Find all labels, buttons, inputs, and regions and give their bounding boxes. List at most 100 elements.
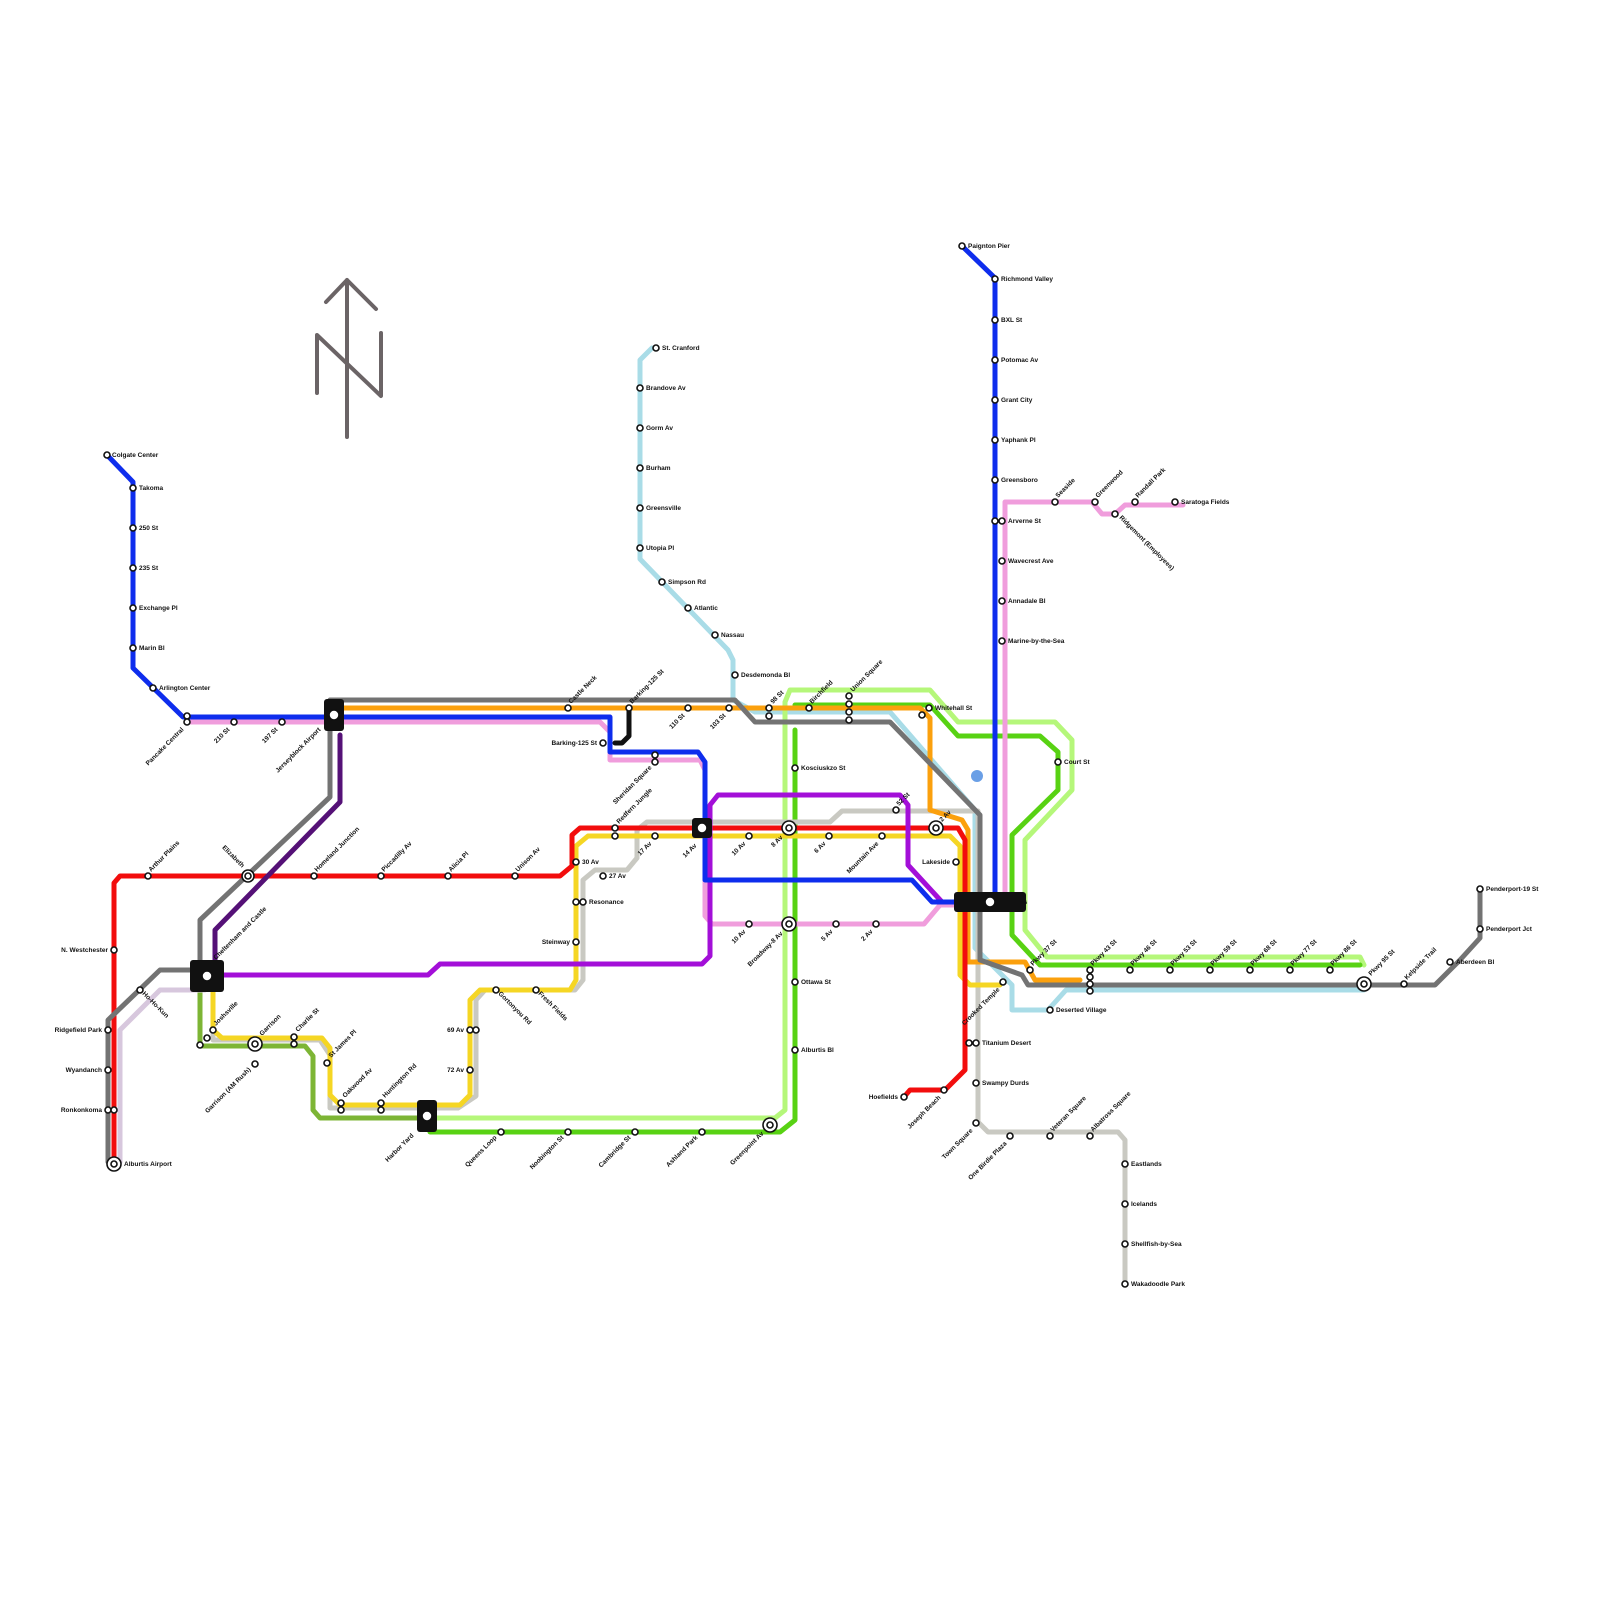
station-marker[interactable] bbox=[105, 1107, 111, 1113]
station-marker[interactable] bbox=[184, 719, 190, 725]
station-marker[interactable] bbox=[1327, 967, 1333, 973]
station-marker[interactable] bbox=[632, 1129, 638, 1135]
station-marker[interactable] bbox=[846, 717, 852, 723]
station-marker[interactable] bbox=[210, 1027, 216, 1033]
station-marker[interactable] bbox=[1112, 511, 1118, 517]
station-marker[interactable] bbox=[726, 705, 732, 711]
station-marker[interactable] bbox=[1087, 974, 1093, 980]
station-marker[interactable] bbox=[659, 579, 665, 585]
station-marker[interactable] bbox=[1000, 979, 1006, 985]
station-marker[interactable] bbox=[145, 873, 151, 879]
station-marker[interactable] bbox=[973, 1080, 979, 1086]
station-marker[interactable] bbox=[732, 672, 738, 678]
station-marker[interactable] bbox=[204, 1035, 210, 1041]
station-marker[interactable] bbox=[1122, 1201, 1128, 1207]
station-marker[interactable] bbox=[1447, 959, 1453, 965]
station-marker[interactable] bbox=[467, 1027, 473, 1033]
station-marker[interactable] bbox=[600, 740, 606, 746]
station-marker[interactable] bbox=[637, 505, 643, 511]
station-marker[interactable] bbox=[378, 1100, 384, 1106]
station-marker[interactable] bbox=[105, 1067, 111, 1073]
station-marker[interactable] bbox=[493, 987, 499, 993]
station-marker[interactable] bbox=[1087, 988, 1093, 994]
station-marker[interactable] bbox=[311, 873, 317, 879]
station-marker[interactable] bbox=[919, 712, 925, 718]
station-marker[interactable] bbox=[959, 243, 965, 249]
station-marker[interactable] bbox=[999, 598, 1005, 604]
station-marker[interactable] bbox=[1087, 1133, 1093, 1139]
station-marker[interactable] bbox=[999, 558, 1005, 564]
station-marker[interactable] bbox=[1127, 967, 1133, 973]
station-marker[interactable] bbox=[1055, 759, 1061, 765]
station-marker[interactable] bbox=[653, 345, 659, 351]
station-marker[interactable] bbox=[926, 705, 932, 711]
station-marker[interactable] bbox=[1122, 1241, 1128, 1247]
station-marker[interactable] bbox=[1287, 967, 1293, 973]
station-marker[interactable] bbox=[338, 1107, 344, 1113]
station-marker[interactable] bbox=[1132, 499, 1138, 505]
station-marker[interactable] bbox=[1027, 967, 1033, 973]
station-marker[interactable] bbox=[378, 1107, 384, 1113]
station-marker[interactable] bbox=[111, 947, 117, 953]
station-marker[interactable] bbox=[999, 518, 1005, 524]
station-marker[interactable] bbox=[826, 833, 832, 839]
station-marker[interactable] bbox=[992, 276, 998, 282]
station-marker[interactable] bbox=[685, 605, 691, 611]
station-marker[interactable] bbox=[1247, 967, 1253, 973]
station-marker[interactable] bbox=[766, 713, 772, 719]
station-marker[interactable] bbox=[279, 719, 285, 725]
station-marker[interactable] bbox=[612, 825, 618, 831]
station-marker[interactable] bbox=[792, 1047, 798, 1053]
station-marker[interactable] bbox=[338, 1100, 344, 1106]
station-marker[interactable] bbox=[231, 719, 237, 725]
station-marker[interactable] bbox=[652, 752, 658, 758]
station-marker[interactable] bbox=[901, 1094, 907, 1100]
station-marker[interactable] bbox=[1092, 499, 1098, 505]
station-marker[interactable] bbox=[612, 833, 618, 839]
station-marker[interactable] bbox=[637, 465, 643, 471]
station-marker[interactable] bbox=[324, 1060, 330, 1066]
station-marker[interactable] bbox=[637, 385, 643, 391]
station-marker[interactable] bbox=[1087, 967, 1093, 973]
station-marker[interactable] bbox=[941, 1087, 947, 1093]
station-marker[interactable] bbox=[973, 1120, 979, 1126]
station-marker[interactable] bbox=[792, 979, 798, 985]
station-marker[interactable] bbox=[1401, 981, 1407, 987]
station-marker[interactable] bbox=[1477, 926, 1483, 932]
station-marker[interactable] bbox=[1122, 1161, 1128, 1167]
station-marker[interactable] bbox=[893, 807, 899, 813]
station-marker[interactable] bbox=[197, 1042, 203, 1048]
station-marker[interactable] bbox=[1052, 499, 1058, 505]
station-marker[interactable] bbox=[1477, 886, 1483, 892]
station-marker[interactable] bbox=[130, 565, 136, 571]
station-marker[interactable] bbox=[626, 705, 632, 711]
station-marker[interactable] bbox=[105, 1027, 111, 1033]
station-marker[interactable] bbox=[992, 357, 998, 363]
station-marker[interactable] bbox=[150, 685, 156, 691]
station-marker[interactable] bbox=[1122, 1281, 1128, 1287]
station-marker[interactable] bbox=[992, 437, 998, 443]
station-marker[interactable] bbox=[999, 638, 1005, 644]
station-marker[interactable] bbox=[792, 765, 798, 771]
station-marker[interactable] bbox=[652, 759, 658, 765]
station-marker[interactable] bbox=[533, 987, 539, 993]
station-marker[interactable] bbox=[637, 425, 643, 431]
station-marker[interactable] bbox=[992, 518, 998, 524]
station-marker[interactable] bbox=[130, 645, 136, 651]
station-marker[interactable] bbox=[846, 709, 852, 715]
station-marker[interactable] bbox=[992, 317, 998, 323]
station-marker[interactable] bbox=[873, 921, 879, 927]
station-marker[interactable] bbox=[512, 873, 518, 879]
station-marker[interactable] bbox=[766, 705, 772, 711]
station-marker[interactable] bbox=[846, 693, 852, 699]
station-marker[interactable] bbox=[137, 987, 143, 993]
station-marker[interactable] bbox=[746, 921, 752, 927]
station-marker[interactable] bbox=[746, 833, 752, 839]
station-marker[interactable] bbox=[1167, 967, 1173, 973]
station-marker[interactable] bbox=[573, 939, 579, 945]
station-marker[interactable] bbox=[1172, 499, 1178, 505]
station-marker[interactable] bbox=[846, 701, 852, 707]
station-marker[interactable] bbox=[966, 1040, 972, 1046]
station-marker[interactable] bbox=[953, 859, 959, 865]
station-marker[interactable] bbox=[600, 873, 606, 879]
